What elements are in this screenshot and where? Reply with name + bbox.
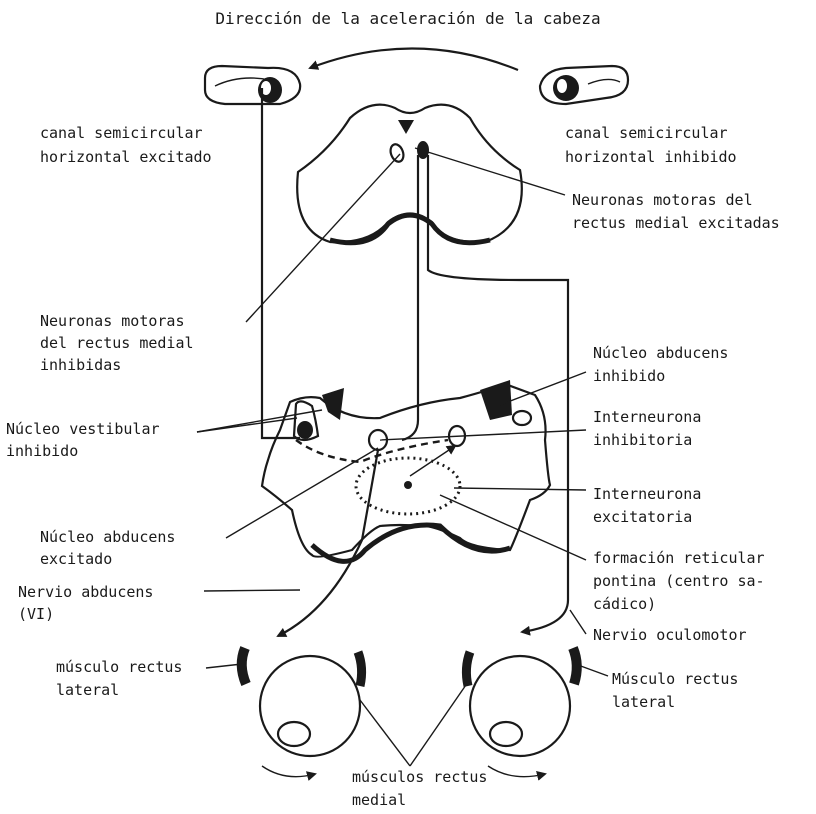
label-vestibular-inhibited-1: Núcleo vestibular [6,420,160,438]
label-abducens-excited-2: excitado [40,550,112,568]
excitatory-interneuron [404,481,412,489]
label-abducens-inhibited-2: inhibido [593,367,665,385]
neural-pathways [262,88,568,636]
midbrain-section [297,105,522,243]
label-interneuron-inhibitory-2: inhibitoria [593,431,692,449]
label-mr-inhibited-1: Neuronas motoras [40,312,185,330]
label-oculomotor-nerve: Nervio oculomotor [593,626,747,644]
label-abducens-nerve-1: Nervio abducens [18,583,153,601]
midbrain-nucleus-marker [398,120,414,134]
label-canal-inhibited-1: canal semicircular [565,124,728,142]
label-mr-excited-1: Neuronas motoras del [572,191,753,209]
label-abducens-excited-1: Núcleo abducens [40,528,175,546]
mr-motor-neuron-inhibited [388,142,405,163]
label-interneuron-inhibitory-1: Interneurona [593,408,701,426]
label-interneuron-excitatory-1: Interneurona [593,485,701,503]
pons-section [262,380,550,561]
right-eye [466,648,576,777]
label-canal-excited-2: horizontal excitado [40,148,212,166]
label-medial-rectus-2: medial [352,791,406,809]
label-lateral-rectus-right-1: Músculo rectus [612,670,738,688]
label-abducens-inhibited-1: Núcleo abducens [593,344,728,362]
label-reticular-3: cádico) [593,595,656,613]
diagram-title: Dirección de la aceleración de la cabeza [215,9,600,28]
label-medial-rectus-1: músculos rectus [352,768,487,786]
right-vestibular-nucleus [480,380,512,420]
label-abducens-nerve-2: (VI) [18,605,54,623]
labels: canal semicircular horizontal excitado c… [6,124,780,809]
label-lateral-rectus-right-2: lateral [612,693,675,711]
label-mr-excited-2: rectus medial excitadas [572,214,780,232]
label-canal-inhibited-2: horizontal inhibido [565,148,737,166]
label-interneuron-excitatory-2: excitatoria [593,508,692,526]
label-vestibular-inhibited-2: inhibido [6,442,78,460]
label-lateral-rectus-left-2: lateral [56,681,119,699]
label-reticular-2: pontina (centro sa- [593,572,765,590]
left-semicircular-canal [205,66,300,104]
right-semicircular-canal [540,66,628,104]
label-mr-inhibited-3: inhibidas [40,356,121,374]
left-eye [242,648,362,777]
label-reticular-1: formación reticular [593,549,765,567]
head-rotation-arrow [310,48,518,70]
label-mr-inhibited-2: del rectus medial [40,334,194,352]
left-vestibular-nucleus [322,388,344,420]
label-canal-excited-1: canal semicircular [40,124,203,142]
label-lateral-rectus-left-1: músculo rectus [56,658,182,676]
